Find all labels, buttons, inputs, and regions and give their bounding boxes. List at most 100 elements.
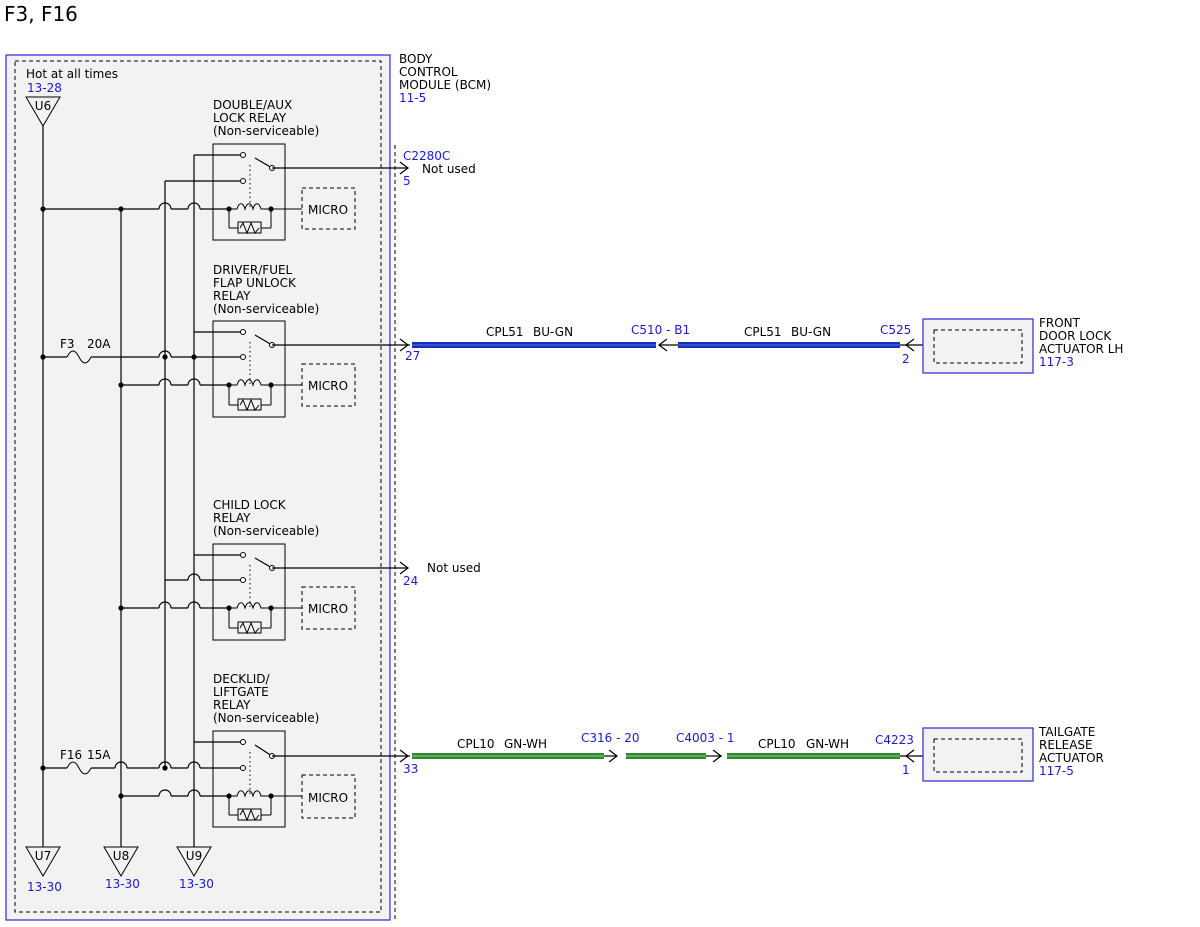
ground-connector-label: U9: [186, 849, 202, 863]
ground-ref-link[interactable]: 13-30: [27, 880, 62, 894]
ground-u9: U9 13-30: [176, 846, 214, 891]
ground-ref-link[interactable]: 13-30: [179, 877, 214, 891]
connector-arrow-icon: [399, 561, 409, 575]
micro-label: MICRO: [308, 602, 348, 616]
diagram-title: F3, F16: [4, 2, 78, 26]
bcm-internal-boundary: [14, 60, 382, 913]
power-label: Hot at all times: [26, 67, 118, 81]
end-connector-label[interactable]: C4223: [875, 733, 914, 747]
micro-label: MICRO: [308, 203, 348, 217]
connector-arrow-icon: [399, 338, 409, 352]
relay-name-line: (Non-serviceable): [213, 302, 319, 316]
ground-connector-icon: [103, 846, 139, 877]
inline-connector-label[interactable]: C510 - B1: [631, 323, 690, 337]
micro-box: [301, 774, 356, 819]
relay-name-line: DOUBLE/AUX: [213, 98, 292, 112]
wire-circuit: CPL51: [744, 325, 782, 339]
relay-name-line: RELAY: [213, 698, 251, 712]
end-connector-label[interactable]: C525: [880, 323, 911, 337]
component-ref-link[interactable]: 117-5: [1039, 764, 1074, 778]
relay-double-aux: DOUBLE/AUX LOCK RELAY (Non-serviceable) …: [43, 98, 408, 241]
actuator-inner-box: [933, 329, 1023, 364]
actuator-inner-box: [933, 738, 1023, 773]
fuse-f3: F3 20A: [43, 337, 159, 364]
output-pin-24: 24 Not used: [399, 561, 481, 588]
wire-color: GN-WH: [504, 737, 547, 751]
component-label-line: TAILGATE: [1038, 725, 1095, 739]
micro-label: MICRO: [308, 379, 348, 393]
power-connector-label: U6: [35, 99, 51, 113]
fuse-name: F3: [60, 337, 75, 351]
fuse-f16: F16 15A: [43, 748, 159, 775]
connector-arrow-icon: [399, 161, 409, 175]
relay-box: [212, 543, 286, 641]
component-ref-link[interactable]: 117-3: [1039, 355, 1074, 369]
output-c2280c: C2280C 5 Not used: [399, 149, 476, 188]
wire-circuit: CPL10: [457, 737, 495, 751]
component-label-line: FRONT: [1039, 316, 1081, 330]
relay-name-line: (Non-serviceable): [213, 524, 319, 538]
relay-decklid-liftgate: DECKLID/ LIFTGATE RELAY (Non-serviceable…: [121, 672, 410, 828]
relay-name-line: LOCK RELAY: [213, 111, 287, 125]
wire-circuit: CPL51: [486, 325, 524, 339]
micro-box: [301, 187, 356, 230]
relay-name-line: (Non-serviceable): [213, 124, 319, 138]
component-label-line: RELEASE: [1039, 738, 1093, 752]
relay-name-line: (Non-serviceable): [213, 711, 319, 725]
not-used-note: Not used: [422, 162, 476, 176]
relay-name-line: RELAY: [213, 289, 251, 303]
wire-circuit: CPL10: [758, 737, 796, 751]
pin-number: 5: [403, 174, 411, 188]
bcm-ref-link[interactable]: 11-5: [399, 91, 426, 105]
inline-connector-arrow-icon: [608, 749, 618, 763]
relay-name-line: RELAY: [213, 511, 251, 525]
bcm-label-line: MODULE (BCM): [399, 78, 491, 92]
inline-connector-arrow-icon: [712, 749, 722, 763]
connector-arrow-icon: [399, 749, 409, 763]
ground-ref-link[interactable]: 13-30: [105, 877, 140, 891]
ground-connector-icon: [176, 846, 212, 877]
bcm-label-line: CONTROL: [399, 65, 458, 79]
component-label-line: ACTUATOR LH: [1039, 342, 1123, 356]
power-ref-link[interactable]: 13-28: [27, 81, 62, 95]
wire-color: BU-GN: [791, 325, 831, 339]
ground-connector-label: U7: [35, 849, 51, 863]
micro-box: [301, 363, 356, 407]
ground-connector-label: U8: [113, 849, 129, 863]
relay-name-line: DECKLID/: [213, 672, 271, 686]
wire-color: GN-WH: [806, 737, 849, 751]
fuse-rating: 15A: [87, 748, 111, 762]
relay-child-lock: CHILD LOCK RELAY (Non-serviceable) MICRO: [121, 498, 408, 641]
pin-number: 1: [902, 763, 910, 777]
ground-u8: U8 13-30: [103, 846, 140, 891]
micro-label: MICRO: [308, 791, 348, 805]
pin-number: 2: [902, 352, 910, 366]
power-connector-icon: [25, 96, 61, 127]
relay-name-line: FLAP UNLOCK: [213, 276, 297, 290]
relay-driver-fuel-flap-unlock: DRIVER/FUEL FLAP UNLOCK RELAY (Non-servi…: [121, 263, 410, 418]
component-label-line: ACTUATOR: [1039, 751, 1104, 765]
circuit-front-door-lock: 27 CPL51 BU-GN C510 - B1 CPL51 BU-GN C52…: [399, 316, 1123, 374]
ground-u7: U7 13-30: [25, 846, 62, 894]
relay-name-line: LIFTGATE: [213, 685, 269, 699]
ground-connector-icon: [25, 846, 61, 877]
pin-number: 27: [405, 349, 420, 363]
wire-color: BU-GN: [533, 325, 573, 339]
inline-connector-label[interactable]: C316 - 20: [581, 731, 640, 745]
front-door-lock-actuator-box: [922, 318, 1034, 374]
bcm-label-line: BODY: [399, 52, 433, 66]
pin-number: 33: [403, 762, 418, 776]
pin-number: 24: [403, 574, 418, 588]
relay-box: [212, 320, 286, 418]
relay-name-line: DRIVER/FUEL: [213, 263, 293, 277]
junction-dots: [40, 206, 197, 799]
inline-connector-label[interactable]: C4003 - 1: [676, 731, 735, 745]
connector-label[interactable]: C2280C: [403, 149, 450, 163]
bcm-module-box: [5, 54, 391, 921]
not-used-note: Not used: [427, 561, 481, 575]
tailgate-release-actuator-box: [922, 727, 1034, 782]
relay-name-line: CHILD LOCK: [213, 498, 287, 512]
bcm-label: BODY CONTROL MODULE (BCM) 11-5: [399, 52, 491, 105]
fuse-rating: 20A: [87, 337, 111, 351]
relay-box: [212, 730, 286, 828]
